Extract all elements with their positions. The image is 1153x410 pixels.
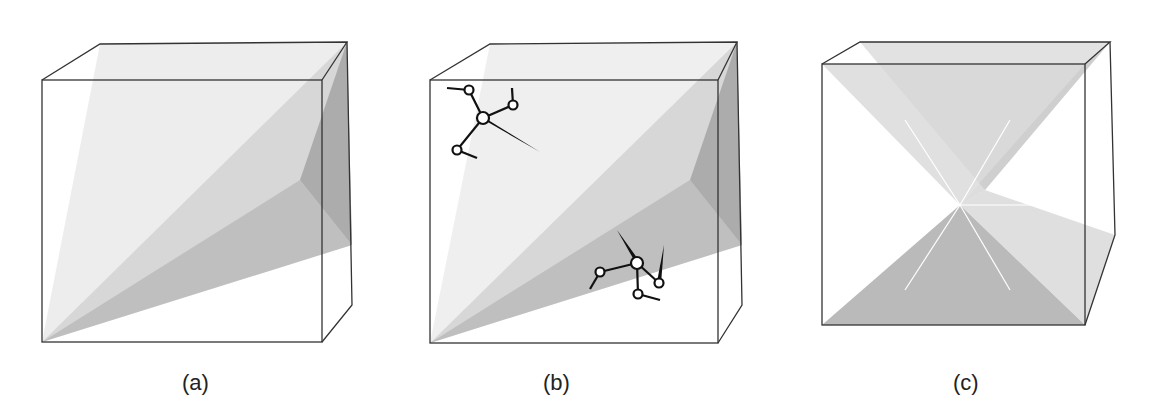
tetra-face (430, 42, 742, 343)
molecule (447, 86, 540, 159)
cube-edges (42, 42, 352, 342)
panel-label: (a) (182, 370, 209, 396)
panel-label: (b) (543, 370, 570, 396)
tetra-face (42, 42, 352, 342)
cube-edges (430, 42, 742, 343)
molecule (590, 230, 664, 300)
pyramid-face (960, 42, 1110, 205)
cube-c (822, 42, 1115, 325)
tetra-face (42, 180, 352, 342)
face-edges (870, 120, 1060, 290)
pyramid-face (822, 64, 1085, 205)
cube-edges (822, 42, 1115, 325)
cube-a (42, 42, 352, 342)
panel-label: (c) (953, 370, 979, 396)
tetra-face (430, 180, 742, 343)
cube-b (430, 42, 742, 343)
